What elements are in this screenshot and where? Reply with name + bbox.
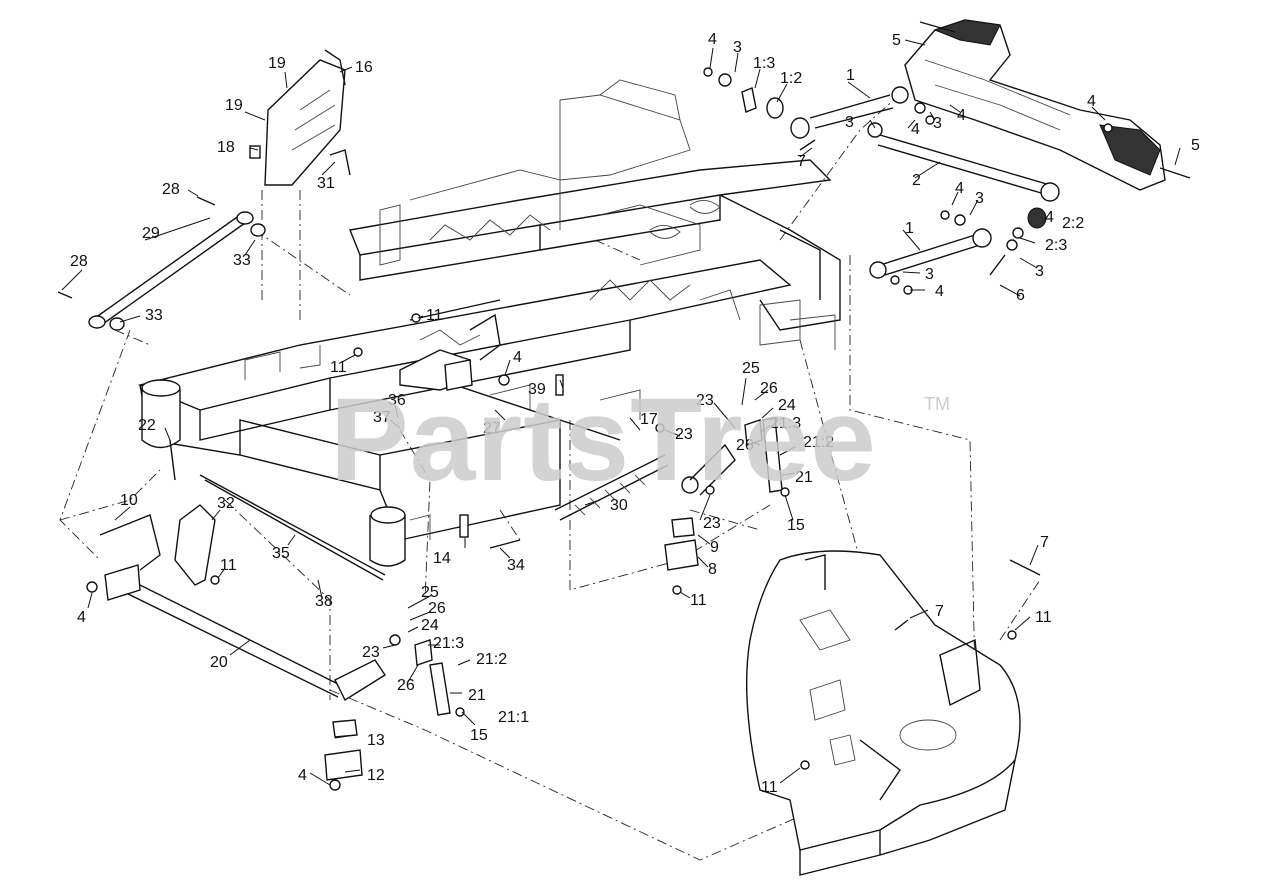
callout-25: 25 (421, 584, 439, 601)
small-parts (57, 49, 1041, 791)
callout-11: 11 (220, 557, 237, 574)
callout-3: 3 (975, 190, 984, 207)
callout-17: 17 (640, 411, 658, 428)
callout-11: 11 (426, 307, 443, 324)
callout-8: 8 (708, 561, 717, 578)
callout-4: 4 (298, 767, 307, 784)
callout-33: 33 (145, 307, 163, 324)
callout-33: 33 (233, 252, 251, 269)
callout-10: 10 (120, 492, 138, 509)
callout-4: 4 (77, 609, 86, 626)
callout-19: 19 (268, 55, 286, 72)
callout-1: 1 (905, 220, 914, 237)
callout-26: 26 (428, 600, 446, 617)
callout-21-1: 21:1 (498, 709, 529, 726)
callout-26: 26 (736, 437, 754, 454)
main-frame (137, 79, 841, 567)
callout-3: 3 (845, 114, 854, 131)
callout-31: 31 (317, 175, 335, 192)
leader-lines (61, 39, 1181, 786)
callout-labels: 19 16 19 18 31 28 29 33 28 33 11 11 4 39… (70, 31, 1200, 796)
callout-32: 32 (217, 495, 235, 512)
front-axle-bracket (703, 19, 1191, 295)
callout-37: 37 (373, 409, 391, 426)
callout-5: 5 (1191, 137, 1200, 154)
callout-18: 18 (217, 139, 235, 156)
callout-15: 15 (787, 517, 805, 534)
callout-26: 26 (760, 380, 778, 397)
callout-21: 21 (468, 687, 486, 704)
callout-6: 6 (1016, 287, 1025, 304)
callout-2-2: 2:2 (1062, 215, 1084, 232)
callout-2: 2 (912, 172, 921, 189)
callout-22: 22 (138, 417, 156, 434)
callout-21-3: 21:3 (770, 415, 801, 432)
callout-38: 38 (315, 593, 333, 610)
callout-27: 27 (483, 420, 501, 437)
callout-24: 24 (421, 617, 439, 634)
callout-15: 15 (470, 727, 488, 744)
callout-23: 23 (703, 515, 721, 532)
callout-4: 4 (911, 121, 920, 138)
assembly-guide-lines (59, 89, 1041, 861)
callout-1: 1 (846, 67, 855, 84)
callout-28: 28 (70, 253, 88, 270)
callout-1-3: 1:3 (753, 55, 775, 72)
callout-1-2: 1:2 (780, 70, 802, 87)
callout-21: 21 (795, 469, 813, 486)
callout-30: 30 (610, 497, 628, 514)
callout-21-2: 21:2 (803, 434, 834, 451)
callout-4: 4 (957, 107, 966, 124)
callout-7: 7 (1040, 534, 1049, 551)
callout-9: 9 (710, 539, 719, 556)
callout-28: 28 (162, 181, 180, 198)
callout-4: 4 (1087, 93, 1096, 110)
mower-deck (745, 550, 1021, 876)
callout-11: 11 (330, 359, 347, 376)
callout-11: 11 (761, 779, 778, 796)
callout-21-3: 21:3 (433, 635, 464, 652)
callout-4: 4 (1045, 209, 1054, 226)
callout-4: 4 (708, 31, 717, 48)
callout-36: 36 (388, 392, 406, 409)
callout-24: 24 (778, 397, 796, 414)
callout-3: 3 (925, 266, 934, 283)
callout-4: 4 (955, 180, 964, 197)
callout-29: 29 (142, 225, 160, 242)
callout-25: 25 (742, 360, 760, 377)
callout-12: 12 (367, 767, 385, 784)
callout-20: 20 (210, 654, 228, 671)
callout-19: 19 (225, 97, 243, 114)
callout-3: 3 (933, 115, 942, 132)
callout-34: 34 (507, 557, 525, 574)
callout-26: 26 (397, 677, 415, 694)
callout-7: 7 (797, 153, 806, 170)
callout-39: 39 (528, 381, 546, 398)
callout-7: 7 (935, 603, 944, 620)
callout-23: 23 (696, 392, 714, 409)
callout-23: 23 (362, 644, 380, 661)
callout-23: 23 (675, 426, 693, 443)
callout-16: 16 (355, 59, 373, 76)
callout-3: 3 (1035, 263, 1044, 280)
callout-5: 5 (892, 32, 901, 49)
callout-4: 4 (513, 349, 522, 366)
callout-2-3: 2:3 (1045, 237, 1067, 254)
callout-21-2: 21:2 (476, 651, 507, 668)
callout-35: 35 (272, 545, 290, 562)
callout-11: 11 (1035, 609, 1052, 626)
callout-14: 14 (433, 550, 451, 567)
callout-13: 13 (367, 732, 385, 749)
callout-4: 4 (935, 283, 944, 300)
callout-3: 3 (733, 39, 742, 56)
callout-11: 11 (690, 592, 707, 609)
